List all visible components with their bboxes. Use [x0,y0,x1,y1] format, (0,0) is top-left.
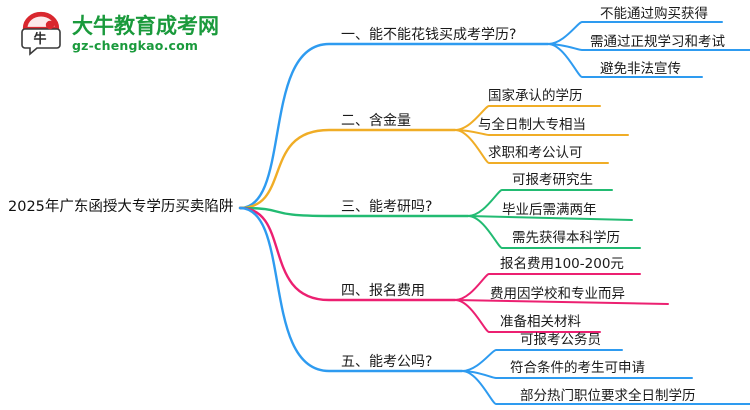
site-logo[interactable]: 牛 大牛教育成考网 gz-chengkao.com [18,8,248,60]
leaf-connector-2-1 [454,105,601,131]
leaf-label-3-2[interactable]: 毕业后需满两年 [502,202,597,218]
leaf-label-1-1[interactable]: 不能通过购买获得 [600,6,708,22]
leaf-label-4-2[interactable]: 费用因学校和专业而异 [490,286,625,302]
leaf-label-1-2[interactable]: 需通过正规学习和考试 [590,34,725,50]
daniu-bull-logo-icon: 牛 [18,11,64,57]
branch-label-2[interactable]: 二、含金量 [341,113,411,129]
leaf-connector-3-2 [467,215,633,221]
leaf-connector-4-2 [454,299,669,305]
leaf-label-1-3[interactable]: 避免非法宣传 [600,61,681,77]
leaf-label-4-1[interactable]: 报名费用100-200元 [500,256,624,272]
leaf-label-2-3[interactable]: 求职和考公认可 [488,145,583,161]
branch-trunk-4 [238,206,457,302]
branch-trunk-3 [238,206,470,218]
leaf-connector-4-1 [454,273,641,301]
leaf-label-3-3[interactable]: 需先获得本科学历 [512,230,620,246]
branch-label-5[interactable]: 五、能考公吗? [341,354,433,370]
logo-subtitle: gz-chengkao.com [72,37,199,53]
branch-label-3[interactable]: 三、能考研吗? [341,199,433,215]
leaf-connector-3-1 [467,189,613,217]
branch-label-4[interactable]: 四、报名费用 [341,283,425,299]
leaf-label-2-2[interactable]: 与全日制大专相当 [478,117,586,133]
svg-text:牛: 牛 [33,31,46,47]
leaf-connector-5-3 [461,370,750,405]
leaf-label-3-1[interactable]: 可报考研究生 [512,172,593,188]
branch-trunk-1 [238,42,550,210]
logo-title: 大牛教育成考网 [72,13,219,38]
leaf-connector-1-3 [547,43,703,78]
leaf-label-5-2[interactable]: 符合条件的考生可申请 [510,360,645,376]
branch-trunk-2 [238,128,457,210]
mindmap-root-label[interactable]: 2025年广东函授大专学历买卖陷阱 [8,199,234,215]
leaf-label-5-3[interactable]: 部分热门职位要求全日制学历 [520,388,696,404]
leaf-label-4-3[interactable]: 准备相关材料 [500,314,581,330]
leaf-connector-3-3 [467,215,641,249]
branch-trunk-5 [238,206,464,373]
leaf-connector-2-3 [454,129,609,164]
leaf-connector-4-3 [454,299,601,333]
branch-label-1[interactable]: 一、能不能花钱买成考学历? [341,27,517,43]
leaf-label-2-1[interactable]: 国家承认的学历 [488,88,583,104]
leaf-label-5-1[interactable]: 可报考公务员 [520,332,601,348]
